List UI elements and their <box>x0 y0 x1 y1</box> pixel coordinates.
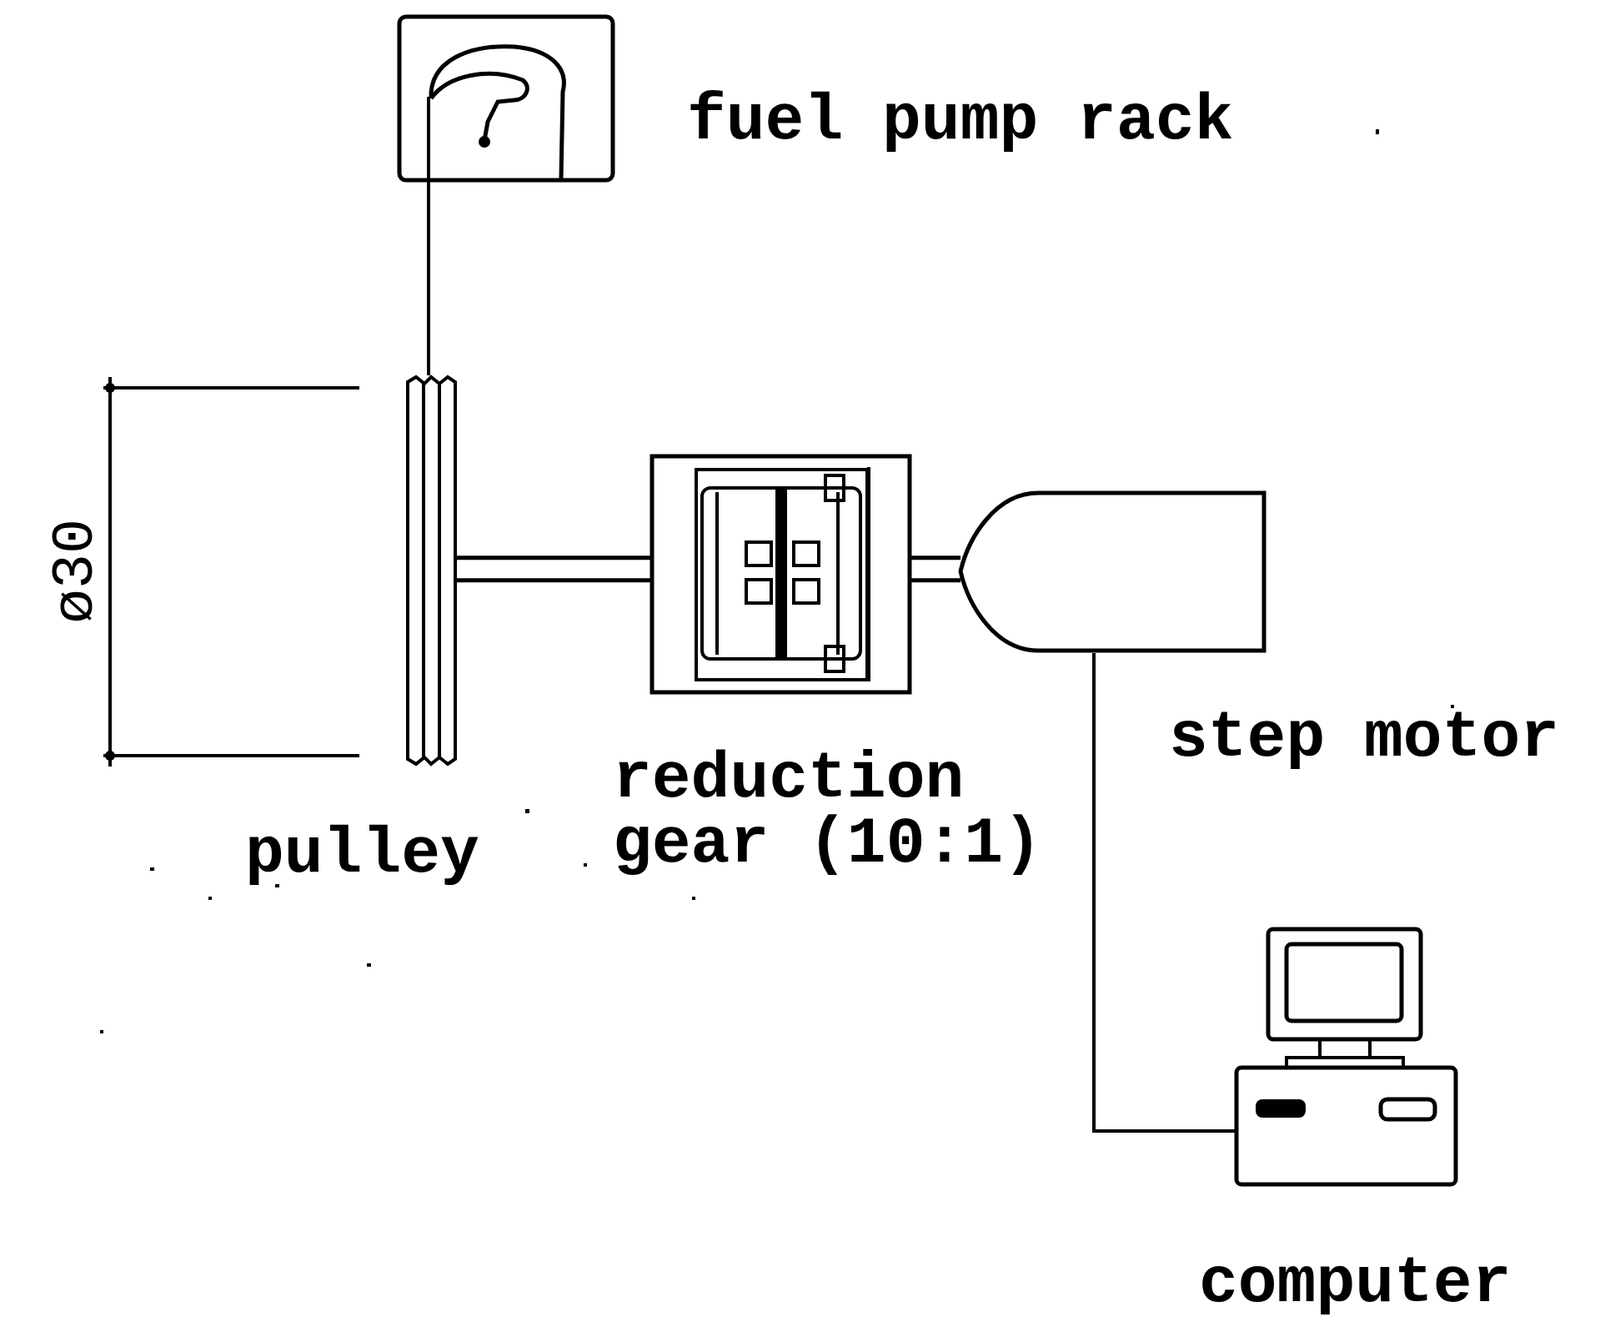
dimension-dot <box>105 750 116 761</box>
extension-line <box>103 753 360 758</box>
part-label: pulley <box>245 821 480 887</box>
part-drawing <box>1234 925 1458 1186</box>
part-node: step motor <box>958 490 1266 653</box>
shaft <box>911 555 961 582</box>
part-node: computer <box>1234 925 1458 1186</box>
part-drawing <box>397 15 615 182</box>
part-node: reduction gear (10:1) <box>650 454 912 694</box>
part-drawing <box>958 490 1266 653</box>
part-label: step motor <box>1168 705 1560 771</box>
part-label: computer <box>1198 1250 1511 1316</box>
part-node: fuel pump rack <box>397 15 615 182</box>
shaft <box>456 555 651 582</box>
part-drawing <box>406 375 457 766</box>
part-label: reduction gear (10:1) <box>612 746 1080 877</box>
scan-specks <box>100 129 1455 1034</box>
wire <box>426 181 431 376</box>
part-label: fuel pump rack <box>687 88 1234 154</box>
dimension-label: ø30 <box>51 518 102 624</box>
part-drawing <box>650 454 912 694</box>
extension-line <box>103 386 360 390</box>
part-node: pulley <box>406 375 457 766</box>
dimension-line <box>108 387 112 756</box>
dimension-dot <box>105 382 116 393</box>
shaft-inner <box>911 559 961 578</box>
shaft-inner <box>456 559 651 578</box>
